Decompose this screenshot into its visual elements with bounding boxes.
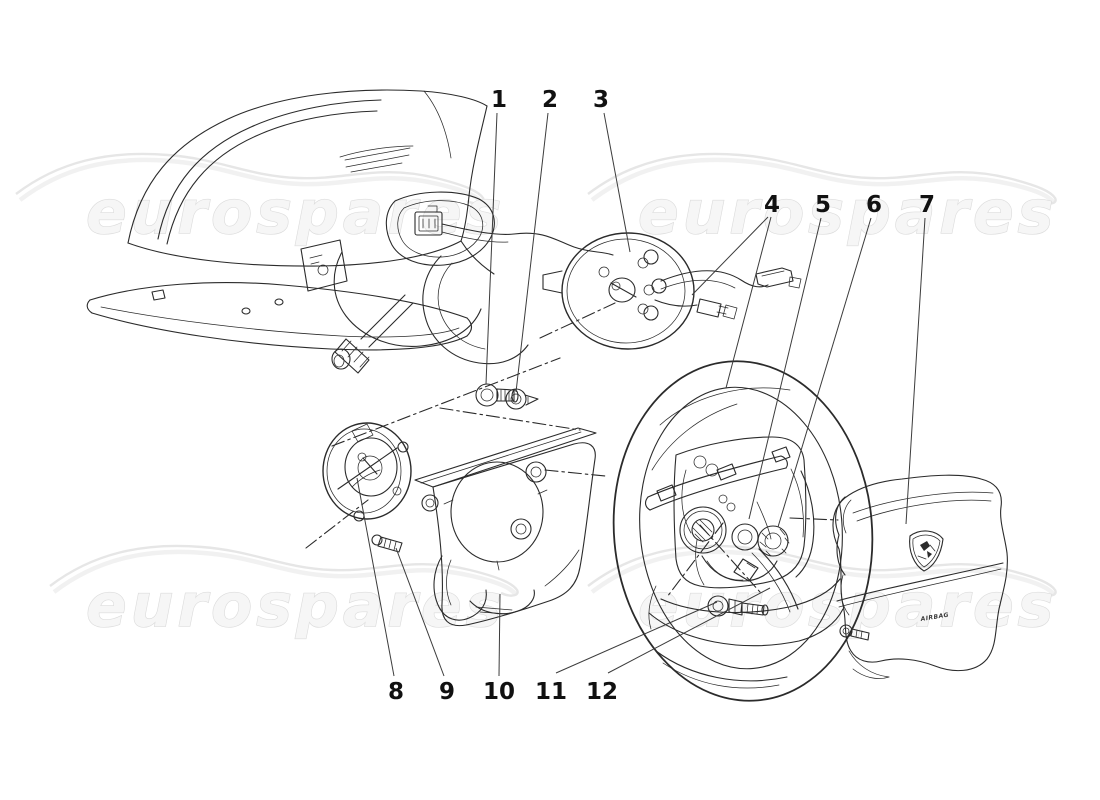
wire-plug	[755, 267, 794, 288]
watermark-text: eurospares	[86, 571, 505, 641]
callout-number-12: 12	[586, 679, 618, 705]
assembly-axis-lines	[305, 302, 839, 598]
callout-number-7: 7	[919, 192, 935, 218]
leader-line-2	[515, 112, 549, 393]
leader-line-7	[905, 217, 926, 525]
leader-line-4	[691, 216, 769, 296]
lamborghini-emblem	[909, 530, 944, 572]
callout-number-4: 4	[764, 192, 780, 218]
leader-line-3	[603, 112, 631, 253]
callout-number-8: 8	[388, 679, 404, 705]
steering-wheel-drawing	[612, 360, 874, 702]
indicator-stalk	[360, 294, 414, 348]
callout-number-10: 10	[483, 679, 515, 705]
watermark-text: eurospares	[86, 178, 505, 248]
hub-nut	[757, 525, 790, 557]
front-bumper-drawing	[86, 282, 473, 351]
watermark-text: eurospares	[638, 178, 1057, 248]
callout-number-11: 11	[535, 679, 567, 705]
airbag-module-drawing: AIRBAG	[832, 474, 1008, 679]
callout-number-5: 5	[815, 192, 831, 218]
airbag-label: AIRBAG	[919, 612, 949, 624]
callout-number-1: 1	[491, 87, 507, 113]
ring-screw	[371, 534, 403, 553]
callout-number-9: 9	[439, 679, 455, 705]
leader-line-9	[395, 547, 445, 677]
airbag-fixing-pin	[839, 624, 870, 641]
leader-line-5	[748, 217, 822, 520]
leader-line-1	[485, 112, 498, 385]
callout-number-6: 6	[866, 192, 882, 218]
leader-line-12	[607, 587, 771, 674]
watermark-text: eurospares	[638, 571, 1057, 641]
leader-line-11	[555, 601, 718, 674]
harness-wire	[441, 223, 614, 256]
callout-number-2: 2	[542, 87, 558, 113]
fixing-screws-drawing	[475, 383, 539, 410]
leader-line-8	[356, 477, 395, 677]
wire-connector	[696, 298, 722, 318]
hub-washer	[731, 523, 759, 551]
car-front-body-drawing	[127, 89, 495, 275]
callout-number-3: 3	[593, 87, 609, 113]
clock-spring-drawing	[542, 232, 802, 350]
leader-line-4	[725, 216, 772, 389]
wheel-back-cover-drawing	[414, 427, 597, 627]
contact-wire	[660, 270, 769, 288]
steering-column-switch-drawing	[300, 191, 614, 374]
leader-line-6	[777, 217, 872, 528]
leader-line-10	[498, 593, 501, 677]
